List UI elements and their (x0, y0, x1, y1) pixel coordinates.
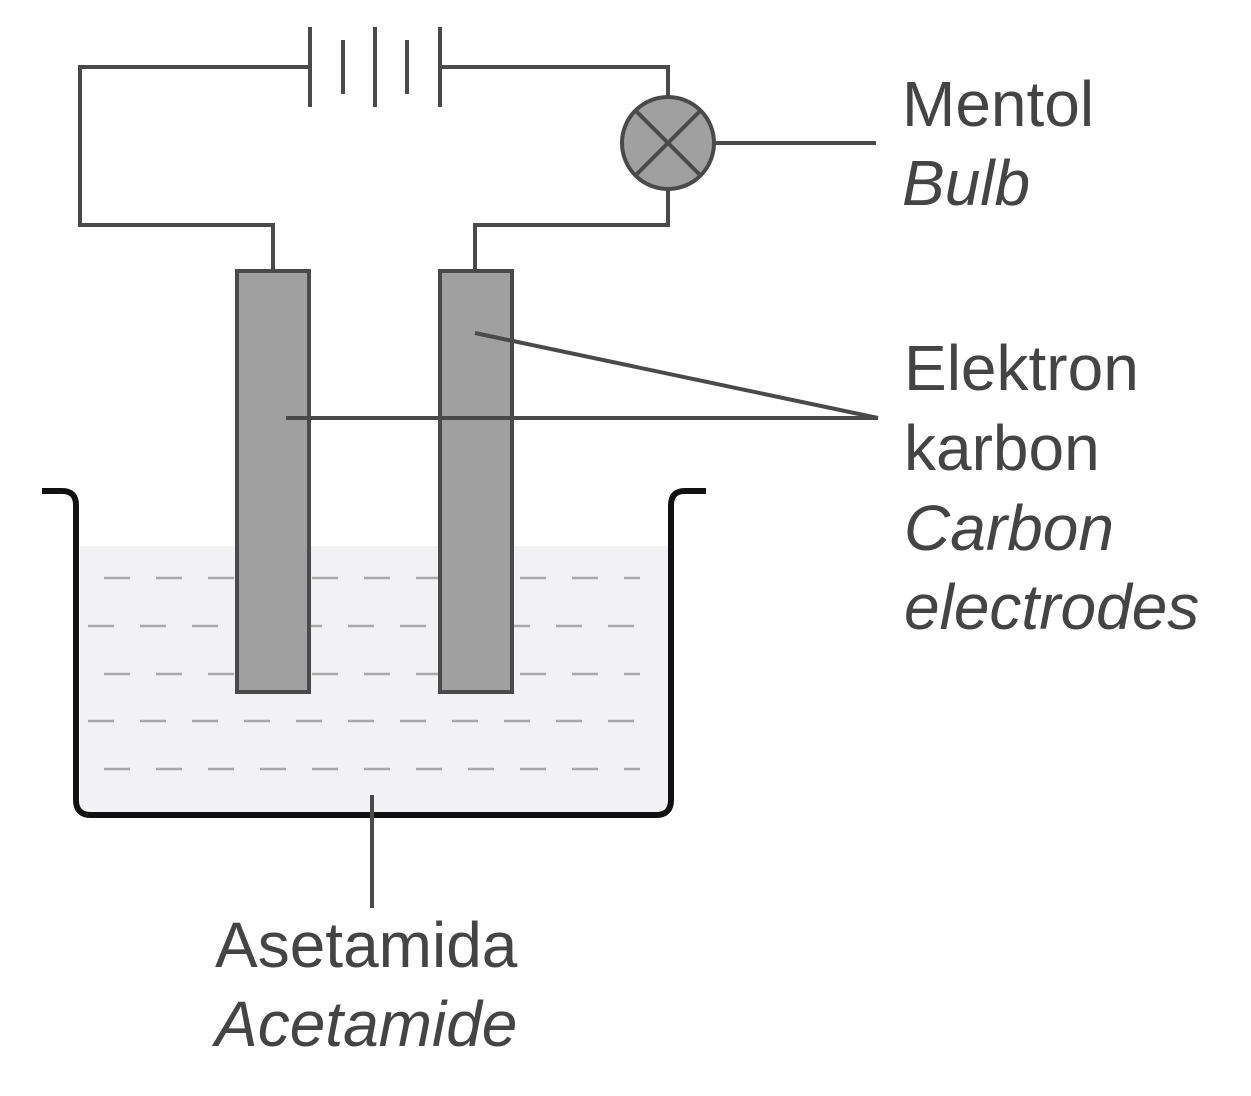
liquid-dash-lines (88, 576, 660, 771)
electrode-label-primary-line1: Elektron (904, 332, 1139, 404)
electrode-label-secondary-line1: Carbon (904, 492, 1114, 564)
electrode-right (438, 269, 514, 694)
battery-icon (308, 27, 442, 107)
wire-right-top (440, 65, 670, 97)
liquid (80, 546, 670, 812)
bulb-label-primary: Mentol (902, 68, 1094, 140)
bulb-label-secondary: Bulb (902, 147, 1030, 219)
wire-right-bottom (473, 189, 670, 271)
bulb-icon (620, 95, 716, 191)
electrode-left (235, 269, 311, 694)
liquid-label-secondary: Acetamide (211, 988, 517, 1060)
electrode-label-primary-line2: karbon (904, 412, 1100, 484)
electrode-label-secondary-line2: electrodes (904, 571, 1199, 643)
electrode-leader-line-right (474, 331, 879, 420)
wire-left (78, 65, 310, 271)
liquid-label-primary: Asetamida (215, 909, 518, 981)
